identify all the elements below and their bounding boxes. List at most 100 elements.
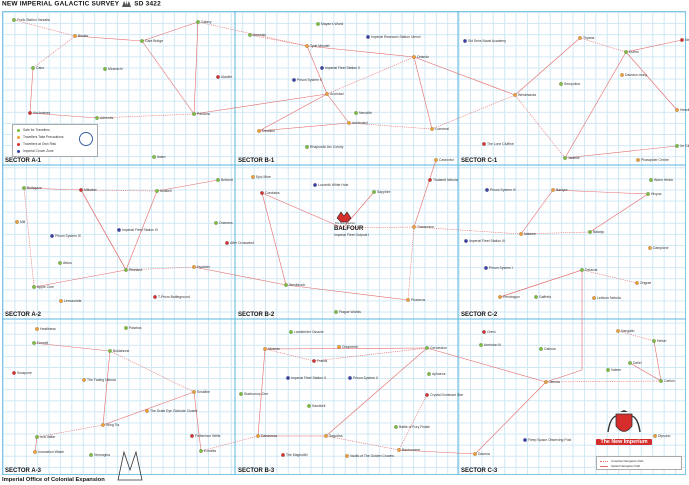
route-legend: Unsettled Navigation Path Settled Naviga… [596,456,682,470]
star-system-label: Arminion III [484,343,501,347]
star-system-marker [108,349,112,353]
navigation-route [653,340,662,382]
star-system-label: Apple Core [37,285,54,289]
star-system-marker [248,33,252,37]
star-system-marker [482,330,486,334]
star-system-marker [152,155,156,159]
star-system-label: Warm Hedia [654,178,673,182]
star-system-marker [155,189,159,193]
star-system-label: Durlos [629,50,639,54]
star-system-marker [324,434,328,438]
star-system-label: Prison System IV [490,188,517,192]
header-title-text: NEW IMPERIAL GALACTIC SURVEY [2,0,120,8]
star-system-label: Miramichi [108,67,123,71]
star-system-label: Luxmeral [435,127,449,131]
star-system-marker [648,246,652,250]
star-system-label: Prison System II [353,376,378,380]
star-system-label: Fennell [37,341,48,345]
navigation-route [193,391,202,452]
star-system-marker [635,281,639,285]
star-system-label: Hywister [197,265,211,269]
star-system-label: Fiebermon Wells [195,434,221,438]
star-system-marker [284,283,288,287]
star-system-label: Alacifer [221,75,233,79]
navigation-route [80,189,127,271]
sector-label: SECTOR C-3 [461,468,498,474]
star-system-label: Mill [20,220,25,224]
star-system-label: Deliel [633,361,642,365]
star-system-label: Orlando [417,55,429,59]
sector-label: SECTOR A-2 [5,312,42,318]
star-system-marker [214,221,218,225]
galactic-map[interactable] [2,11,686,475]
navigation-route [514,37,581,96]
navigation-route [74,35,143,42]
navigation-route [34,436,38,453]
star-system-marker [256,434,260,438]
star-system-marker [192,390,196,394]
star-system-label: Lebloon Nebula [597,296,621,300]
star-system-marker [117,228,121,232]
star-system-label: Adremtis [100,116,114,120]
navigation-route [23,187,35,288]
star-system-marker [260,191,264,195]
legend-item-dead: Travellers at Own Risk [17,142,56,146]
star-system-label: Galaxy [201,20,212,24]
sector-label: SECTOR C-2 [461,312,498,318]
star-system-marker [199,449,203,453]
star-system-label: Westbrook [289,283,305,287]
star-system-label: Pandora [197,112,210,116]
star-system-marker [312,359,316,363]
navigation-route [413,159,437,228]
star-system-label: Sandbelt [312,404,325,408]
star-system-marker [649,178,653,182]
star-system-label: T-Prism Battleground [158,295,190,299]
star-system-label: Natarne [524,232,536,236]
star-system-label: Neltonia [685,38,689,42]
navigation-route [313,347,428,362]
navigation-route [125,266,195,271]
star-system-marker [35,327,39,331]
star-system-marker [12,371,16,375]
navigation-route [413,226,522,235]
star-system-marker [652,339,656,343]
navigation-route [261,192,287,286]
star-system-marker [544,380,548,384]
star-system-label: Buldahurst [113,349,129,353]
star-system-marker [578,36,582,40]
navigation-route [629,362,662,382]
star-system-label: Rhapsodic Arc Colony [310,145,344,149]
star-system-marker [430,127,434,131]
star-system-label: Balanjo [593,230,604,234]
star-system-label: Pharapider Centre [641,158,669,162]
star-system-label: Milkdirel [84,188,97,192]
star-system-marker [425,393,429,397]
star-system-label: Exmelia [204,449,216,453]
star-system-label: Barilyre [556,188,568,192]
star-system-marker [628,361,632,365]
navigation-route [545,380,662,383]
star-system-label: Pendragon [503,295,520,299]
star-system-label: Delacria [585,268,598,272]
star-system-marker [523,438,527,442]
star-system-label: The Fading Nebula [87,378,116,382]
new-imperium-emblem: The New Imperium [596,410,682,470]
star-system-label: Oneness [219,221,233,225]
star-system-label: Jienela [549,380,560,384]
star-system-label: Icra Vaffar [40,435,56,439]
star-system-marker [620,73,624,77]
navigation-route [156,179,219,192]
star-system-marker [82,378,86,382]
star-system-marker [325,92,329,96]
star-system-marker [124,326,128,330]
navigation-route [407,226,415,301]
map-legend: Safe for Travellers Travellers Take Prec… [12,124,98,157]
star-system-label: Imperial Fleet Station II [325,66,360,70]
star-system-marker [646,192,650,196]
star-system-marker [428,178,432,182]
star-system-label: Xe Gliconkio [680,144,689,148]
navigation-route [257,348,266,437]
sector-label: SECTOR C-1 [461,158,498,164]
star-system-label: Bellcloft [221,178,233,182]
